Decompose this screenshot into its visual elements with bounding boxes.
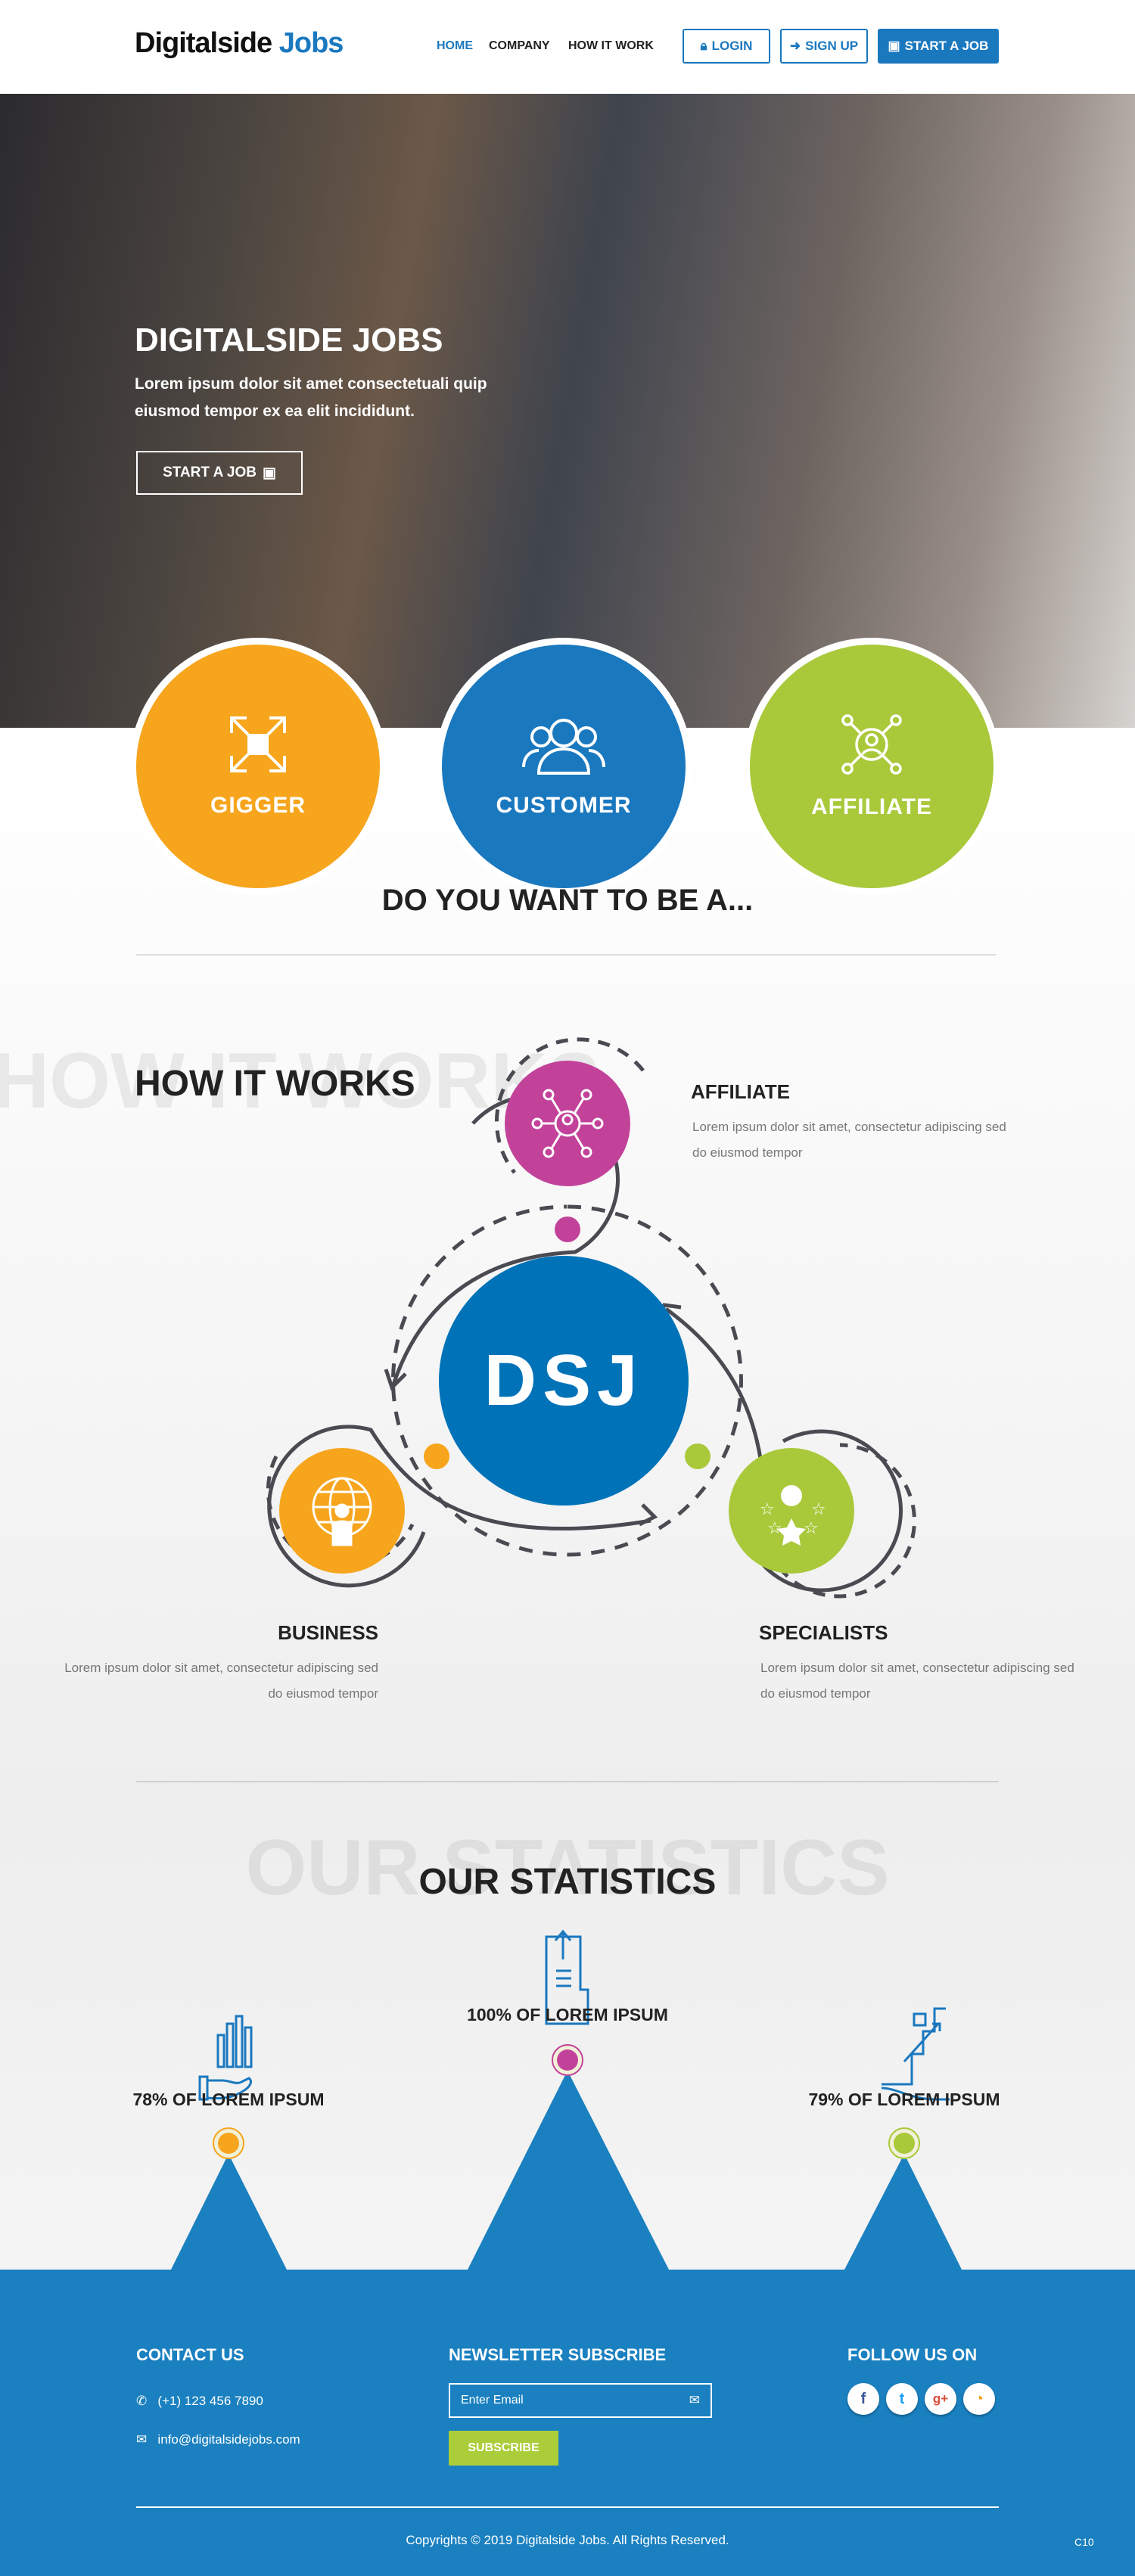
briefcase-icon: ▣ bbox=[888, 39, 900, 53]
affiliate-desc: Lorem ipsum dolor sit amet, consectetur … bbox=[692, 1120, 1006, 1160]
hero-subtitle: Lorem ipsum dolor sit amet consectetuali… bbox=[135, 375, 487, 420]
users-icon bbox=[522, 719, 605, 775]
briefcase-icon: ▣ bbox=[262, 465, 276, 481]
stat-triangle-2 bbox=[467, 2071, 670, 2271]
specialists-desc: Lorem ipsum dolor sit amet, consectetur … bbox=[760, 1661, 1074, 1701]
page-code: C10 bbox=[1074, 2536, 1094, 2548]
how-watermark: HOW IT WORKS bbox=[0, 1037, 601, 1125]
envelope-icon: ✉ bbox=[689, 2393, 700, 2407]
facebook-icon[interactable]: f bbox=[847, 2383, 879, 2415]
nav-company[interactable]: COMPANY bbox=[489, 39, 550, 52]
divider bbox=[136, 1781, 999, 1782]
hero-banner bbox=[0, 94, 1135, 728]
network-person-icon bbox=[531, 1089, 604, 1158]
svg-text:☆: ☆ bbox=[804, 1518, 819, 1537]
stat-label-3: 79% OF LOREM IPSUM bbox=[808, 2090, 1000, 2109]
svg-text:☆: ☆ bbox=[760, 1499, 775, 1518]
growth-stairs-icon bbox=[881, 2007, 950, 2101]
dsj-center: DSJ bbox=[439, 1256, 689, 1506]
newsletter-email-input[interactable]: Enter Email✉ bbox=[449, 2383, 712, 2418]
subscribe-button[interactable]: SUBSCRIBE bbox=[449, 2431, 558, 2466]
twitter-icon[interactable]: t bbox=[886, 2383, 918, 2415]
stat-triangle-3 bbox=[844, 2154, 962, 2271]
nav-how-it-work[interactable]: HOW IT WORK bbox=[568, 39, 654, 52]
specialists-circle: ☆☆☆☆ bbox=[729, 1448, 854, 1574]
hero-start-job-button[interactable]: START A JOB▣ bbox=[136, 451, 303, 495]
dot-affiliate bbox=[555, 1217, 580, 1242]
role-affiliate[interactable]: AFFILIATE bbox=[743, 638, 1000, 895]
phone: ✆ (+1) 123 456 7890 bbox=[136, 2394, 263, 2408]
nav-home[interactable]: HOME bbox=[437, 39, 473, 52]
hand-chart-icon bbox=[198, 2015, 253, 2101]
logo[interactable]: Digitalside Jobs bbox=[135, 27, 344, 59]
dot-specialists bbox=[685, 1443, 711, 1469]
star-person-icon: ☆☆☆☆ bbox=[760, 1485, 826, 1546]
login-button[interactable]: 🔒︎LOGIN bbox=[683, 29, 770, 64]
google-plus-icon[interactable]: g+ bbox=[925, 2383, 956, 2415]
business-circle bbox=[279, 1448, 405, 1574]
stats-graphic bbox=[170, 1929, 962, 2271]
lock-icon: 🔒︎ bbox=[700, 39, 707, 53]
network-user-icon bbox=[841, 714, 902, 775]
role-customer[interactable]: CUSTOMER bbox=[435, 638, 692, 895]
newsletter-title: NEWSLETTER SUBSCRIBE bbox=[449, 2345, 667, 2364]
dot-business bbox=[424, 1443, 449, 1469]
how-title: HOW IT WORKS bbox=[135, 1064, 415, 1104]
copyright: Copyrights © 2019 Digitalside Jobs. All … bbox=[406, 2533, 729, 2547]
document-upload-icon bbox=[545, 1929, 589, 2025]
roles-heading: DO YOU WANT TO BE A... bbox=[381, 884, 754, 917]
expand-icon bbox=[230, 716, 286, 772]
site-header: Digitalside Jobs HOME COMPANY HOW IT WOR… bbox=[0, 0, 1135, 94]
contact-title: CONTACT US bbox=[136, 2345, 244, 2364]
stats-title: OUR STATISTICS bbox=[418, 1862, 717, 1902]
globe-businessman-icon bbox=[312, 1477, 372, 1546]
business-title: BUSINESS bbox=[278, 1621, 378, 1644]
hero-title: DIGITALSIDE JOBS bbox=[135, 322, 443, 359]
svg-text:☆: ☆ bbox=[767, 1518, 782, 1537]
stats-watermark: OUR STATISTICS bbox=[245, 1824, 890, 1912]
footer-divider bbox=[136, 2506, 999, 2508]
specialists-title: SPECIALISTS bbox=[759, 1621, 888, 1644]
signup-button[interactable]: ➜SIGN UP bbox=[780, 29, 868, 64]
social-links: f t g+ ◔ bbox=[847, 2383, 995, 2415]
email-contact[interactable]: ✉ info@digitalsidejobs.com bbox=[136, 2432, 300, 2447]
business-desc: Lorem ipsum dolor sit amet, consectetur … bbox=[64, 1661, 378, 1701]
role-gigger[interactable]: GIGGER bbox=[129, 638, 387, 895]
phone-icon: ✆ bbox=[136, 2394, 148, 2408]
affiliate-title: AFFILIATE bbox=[691, 1080, 790, 1103]
stat-label-2: 100% OF LOREM IPSUM bbox=[467, 2005, 668, 2024]
divider bbox=[136, 954, 996, 956]
svg-text:☆: ☆ bbox=[811, 1499, 826, 1518]
sign-in-icon: ➜ bbox=[789, 39, 801, 53]
affiliate-circle bbox=[505, 1061, 630, 1186]
footer: CONTACT US ✆ (+1) 123 456 7890 ✉ info@di… bbox=[0, 2270, 1135, 2576]
envelope-icon: ✉ bbox=[136, 2432, 148, 2447]
stat-triangle-1 bbox=[170, 2154, 288, 2271]
stat-label-1: 78% OF LOREM IPSUM bbox=[132, 2090, 325, 2109]
rss-icon[interactable]: ◔ bbox=[963, 2383, 995, 2415]
follow-title: FOLLOW US ON bbox=[847, 2345, 978, 2364]
start-job-button[interactable]: ▣START A JOB bbox=[878, 29, 999, 64]
